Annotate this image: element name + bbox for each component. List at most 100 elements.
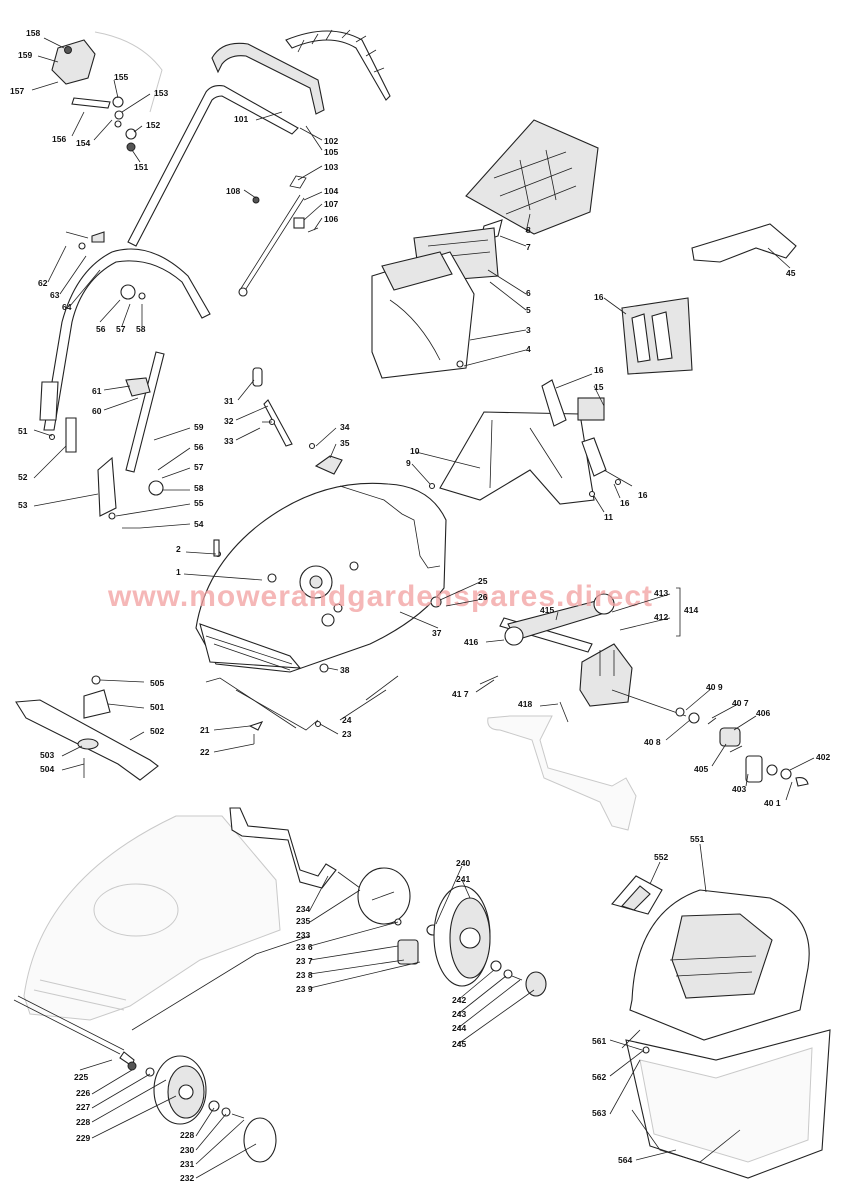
label-35: 35 bbox=[340, 438, 350, 448]
label-241: 241 bbox=[456, 874, 470, 884]
mower-deck bbox=[195, 482, 447, 673]
label-402: 402 bbox=[816, 752, 830, 762]
label-57a: 57 bbox=[116, 324, 126, 334]
label-244: 244 bbox=[452, 1023, 466, 1033]
callout-labels: 158 159 157 155 153 152 156 154 151 101 … bbox=[10, 28, 830, 1183]
label-413: 413 bbox=[654, 588, 668, 598]
label-235: 235 bbox=[296, 916, 310, 926]
label-240: 240 bbox=[456, 858, 470, 868]
watermark-text: www.mowerandgardenspares.direct bbox=[107, 580, 653, 613]
label-23: 23 bbox=[342, 729, 352, 739]
label-58b: 58 bbox=[194, 483, 204, 493]
label-551: 551 bbox=[690, 834, 704, 844]
label-239: 23 9 bbox=[296, 984, 313, 994]
label-412: 412 bbox=[654, 612, 668, 622]
label-5: 5 bbox=[526, 305, 531, 315]
label-561: 561 bbox=[592, 1036, 606, 1046]
label-401: 40 1 bbox=[764, 798, 781, 808]
label-8: 8 bbox=[526, 225, 531, 235]
label-16d: 16 bbox=[638, 490, 648, 500]
label-26: 26 bbox=[478, 592, 488, 602]
label-417: 41 7 bbox=[452, 689, 469, 699]
label-153: 153 bbox=[154, 88, 168, 98]
label-32: 32 bbox=[224, 416, 234, 426]
label-157: 157 bbox=[10, 86, 24, 96]
rear-wheel bbox=[433, 885, 547, 997]
label-563: 563 bbox=[592, 1108, 606, 1118]
label-55: 55 bbox=[194, 498, 204, 508]
label-231: 231 bbox=[180, 1159, 194, 1169]
label-103: 103 bbox=[324, 162, 338, 172]
label-4: 4 bbox=[526, 344, 531, 354]
label-38: 38 bbox=[340, 665, 350, 675]
label-106: 106 bbox=[324, 214, 338, 224]
label-3: 3 bbox=[526, 325, 531, 335]
label-104: 104 bbox=[324, 186, 338, 196]
label-245: 245 bbox=[452, 1039, 466, 1049]
label-232: 232 bbox=[180, 1173, 194, 1183]
label-10: 10 bbox=[410, 446, 420, 456]
label-63: 63 bbox=[50, 290, 60, 300]
transmission bbox=[479, 593, 809, 831]
label-151: 151 bbox=[134, 162, 148, 172]
label-409: 40 9 bbox=[706, 682, 723, 692]
label-225: 225 bbox=[74, 1072, 88, 1082]
front-wheel bbox=[153, 1055, 277, 1163]
label-1: 1 bbox=[176, 567, 181, 577]
label-9: 9 bbox=[406, 458, 411, 468]
label-502: 502 bbox=[150, 726, 164, 736]
label-237: 23 7 bbox=[296, 956, 313, 966]
label-504: 504 bbox=[40, 764, 54, 774]
rear-axle-parts bbox=[13, 807, 440, 1077]
label-505: 505 bbox=[150, 678, 164, 688]
label-56b: 56 bbox=[194, 442, 204, 452]
label-37: 37 bbox=[432, 628, 442, 638]
label-52: 52 bbox=[18, 472, 28, 482]
label-62: 62 bbox=[38, 278, 48, 288]
label-34: 34 bbox=[340, 422, 350, 432]
label-159: 159 bbox=[18, 50, 32, 60]
label-562: 562 bbox=[592, 1072, 606, 1082]
label-16b: 16 bbox=[594, 365, 604, 375]
label-51: 51 bbox=[18, 426, 28, 436]
label-156: 156 bbox=[52, 134, 66, 144]
label-243: 243 bbox=[452, 1009, 466, 1019]
grass-box bbox=[611, 875, 831, 1179]
label-238: 23 8 bbox=[296, 970, 313, 980]
leader-lines bbox=[31, 37, 815, 1179]
height-adjust-lever-group bbox=[51, 31, 163, 152]
mulch-plug bbox=[691, 223, 797, 263]
label-64: 64 bbox=[62, 302, 72, 312]
label-407: 40 7 bbox=[732, 698, 749, 708]
rear-cover-parts bbox=[371, 119, 599, 379]
label-242: 242 bbox=[452, 995, 466, 1005]
label-2: 2 bbox=[176, 544, 181, 554]
label-564: 564 bbox=[618, 1155, 632, 1165]
label-418: 418 bbox=[518, 699, 532, 709]
label-61: 61 bbox=[92, 386, 102, 396]
label-408: 40 8 bbox=[644, 737, 661, 747]
label-58a: 58 bbox=[136, 324, 146, 334]
label-57b: 57 bbox=[194, 462, 204, 472]
label-53: 53 bbox=[18, 500, 28, 510]
label-552: 552 bbox=[654, 852, 668, 862]
label-503: 503 bbox=[40, 750, 54, 760]
label-33: 33 bbox=[224, 436, 234, 446]
label-226: 226 bbox=[76, 1088, 90, 1098]
label-230: 230 bbox=[180, 1145, 194, 1155]
label-414: 414 bbox=[684, 605, 698, 615]
label-16c: 16 bbox=[620, 498, 630, 508]
label-45: 45 bbox=[786, 268, 796, 278]
label-236: 23 6 bbox=[296, 942, 313, 952]
upper-handle bbox=[127, 29, 391, 297]
label-25: 25 bbox=[478, 576, 488, 586]
label-54: 54 bbox=[194, 519, 204, 529]
label-108: 108 bbox=[226, 186, 240, 196]
handle-cam-parts bbox=[252, 367, 343, 475]
label-415: 415 bbox=[540, 605, 554, 615]
label-16a: 16 bbox=[594, 292, 604, 302]
label-15: 15 bbox=[594, 382, 604, 392]
label-22: 22 bbox=[200, 747, 210, 757]
label-229: 229 bbox=[76, 1133, 90, 1143]
label-105: 105 bbox=[324, 147, 338, 157]
